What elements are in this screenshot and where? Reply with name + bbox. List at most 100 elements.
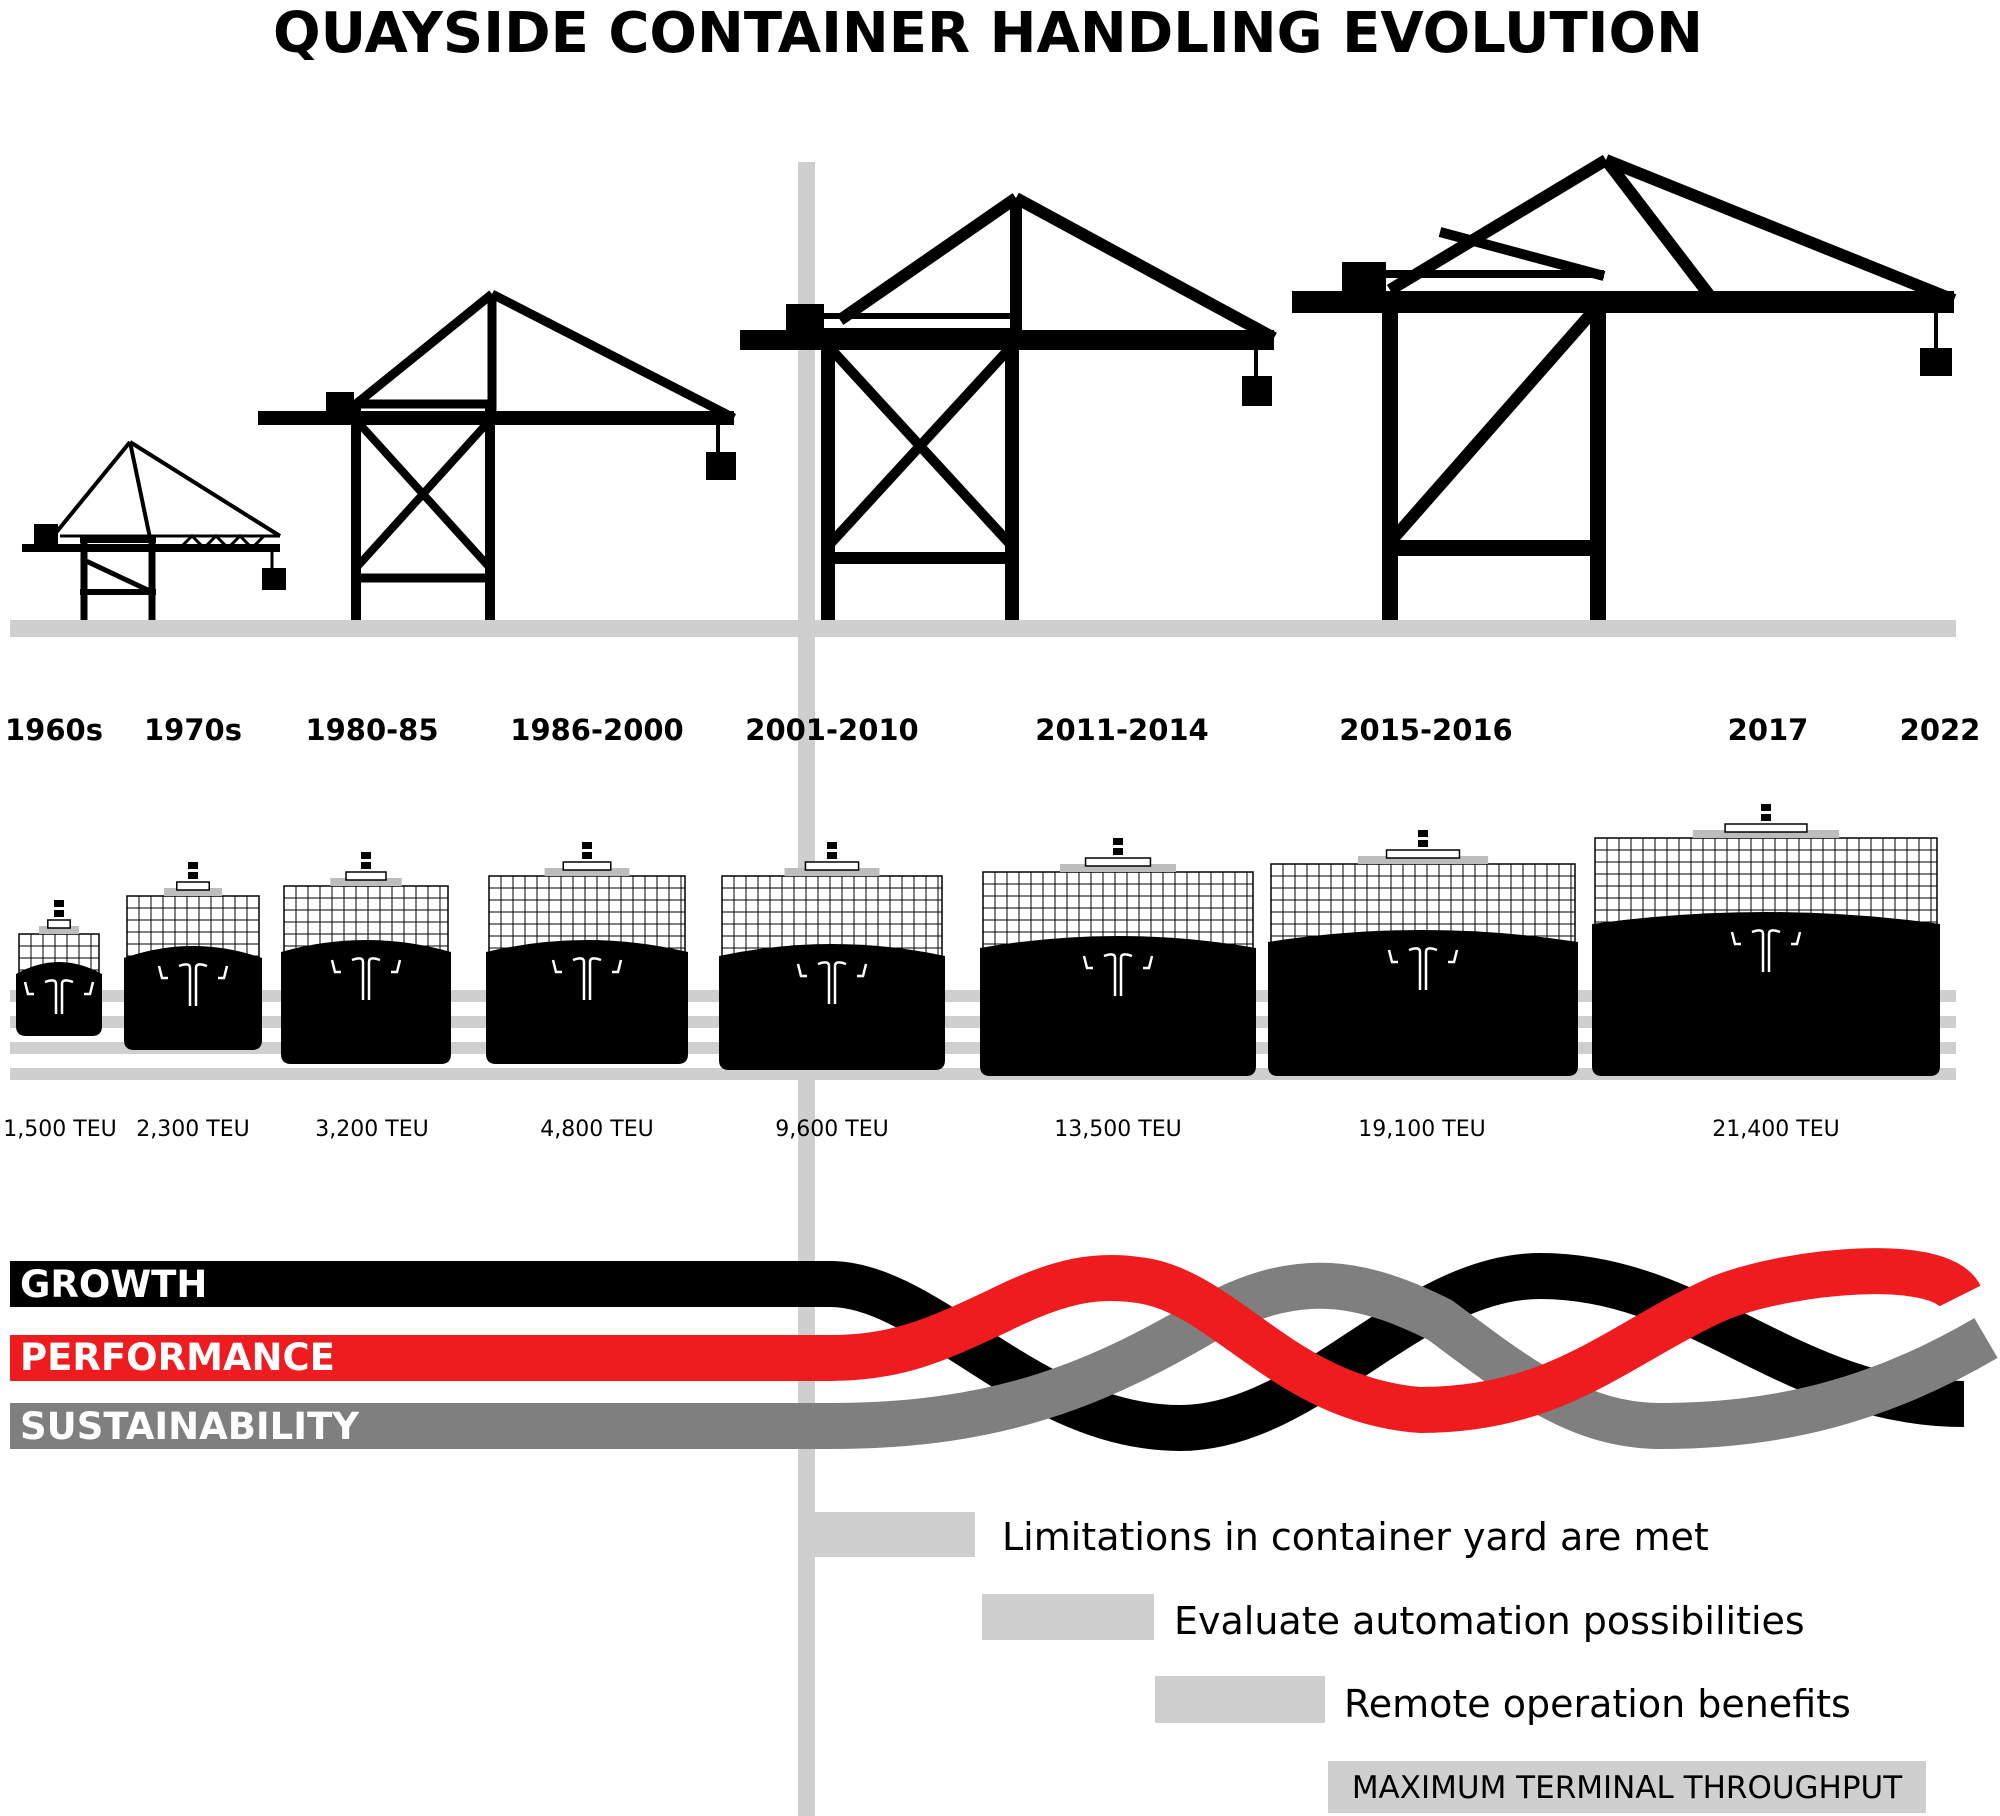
ship-bridge (804, 861, 860, 871)
ship-hull (1268, 930, 1578, 1076)
era-label: 2015-2016 (1339, 713, 1512, 747)
ship-funnel (188, 862, 198, 869)
anchor-chain (194, 963, 208, 1006)
ship-funnel (827, 852, 837, 859)
step-limitations-text: Limitations in container yard are met (1002, 1515, 1709, 1559)
ship-hull (719, 944, 945, 1070)
ship-funnel (1418, 840, 1428, 847)
step-automation-bar (982, 1594, 1154, 1640)
anchor-icon (391, 959, 402, 974)
anchor-icon (330, 959, 341, 974)
ship-bridge (1724, 823, 1808, 833)
ship-bridge-wing (39, 926, 79, 934)
ship-capacity-label: 2,300 TEU (136, 1117, 249, 1142)
anchor-icon (1730, 931, 1741, 946)
anchor-icon (1082, 955, 1093, 970)
ship-bridge-wing (1692, 830, 1840, 838)
sustainability-label: SUSTAINABILITY (20, 1405, 360, 1448)
crane-1970s-spreader (706, 452, 736, 480)
ship-bridge-wing (784, 868, 880, 876)
anchor-icon (23, 981, 34, 996)
anchor-chain (588, 957, 602, 1000)
container-ship-4 (486, 842, 688, 1064)
ship-funnel (1113, 838, 1123, 845)
ship-hull (281, 940, 451, 1064)
ship-funnel (188, 872, 198, 879)
performance-label: PERFORMANCE (20, 1336, 335, 1379)
anchor-chain (833, 961, 847, 1004)
container-ship-2 (124, 862, 262, 1050)
ship-capacity-label: 19,100 TEU (1358, 1117, 1485, 1142)
era-labels: 1960s 1970s 1980-85 1986-2000 2001-2010 … (5, 713, 1980, 747)
anchor-chain (1767, 929, 1781, 972)
container-ship-7 (1268, 830, 1578, 1076)
anchor-icon (796, 963, 807, 978)
ship-capacity-label: 9,600 TEU (775, 1117, 888, 1142)
ship-capacity-label: 1,500 TEU (3, 1117, 116, 1142)
ship-bridge-wing (1060, 864, 1176, 872)
crane-1960s-machinery (34, 524, 58, 548)
ship-funnel (1113, 848, 1123, 855)
anchor-icon (612, 959, 623, 974)
crane-1970s (258, 289, 737, 620)
ship-funnel (827, 842, 837, 849)
era-label: 1986-2000 (510, 713, 683, 747)
era-label: 2017 (1728, 713, 1809, 747)
container-ship-6 (980, 838, 1256, 1076)
growth-label: GROWTH (20, 1263, 207, 1306)
ship-bridge (345, 871, 387, 881)
era-label: 1960s (5, 713, 103, 747)
crane-1960s-spreader (262, 568, 286, 590)
step-limitations-bar (815, 1512, 975, 1557)
ship-funnel (1418, 830, 1428, 837)
ship-bridge-wing (164, 888, 222, 896)
crane-1986-2000 (740, 192, 1277, 620)
anchor-chain (60, 979, 74, 1014)
ship-bridge-wing (1357, 856, 1489, 864)
ship-bridge (1385, 849, 1461, 859)
anchor-chain (44, 979, 58, 1014)
era-label: 1980-85 (305, 713, 438, 747)
era-label: 2001-2010 (745, 713, 918, 747)
anchor-icon (157, 965, 168, 980)
ship-bridge (562, 861, 612, 871)
ship-bridge (47, 919, 71, 929)
crane-2015-2016-spreader (1920, 348, 1952, 376)
step-automation-text: Evaluate automation possibilities (1174, 1599, 1805, 1643)
ship-bridge-wing (544, 868, 630, 876)
max-throughput-text: MAXIMUM TERMINAL THROUGHPUT (1352, 1770, 1903, 1806)
ship-funnel (361, 852, 371, 859)
step-remote-text: Remote operation benefits (1344, 1682, 1851, 1726)
sustainability-band (10, 1262, 1998, 1450)
ship-funnel (582, 852, 592, 859)
anchor-chain (1751, 929, 1765, 972)
ship-capacity-label: 13,500 TEU (1054, 1117, 1181, 1142)
ship-funnel (1761, 814, 1771, 821)
anchor-chain (1408, 947, 1422, 990)
teu-labels: 1,500 TEU 2,300 TEU 3,200 TEU 4,800 TEU … (3, 1117, 1839, 1142)
step-remote-bar (1155, 1676, 1325, 1723)
diagram-title: QUAYSIDE CONTAINER HANDLING EVOLUTION (273, 1, 1703, 66)
crane-1960s (22, 440, 282, 620)
growth-band (10, 1252, 1965, 1452)
performance-band (10, 1248, 1981, 1434)
crane-1970s-machinery (326, 392, 354, 418)
ship-hull (124, 946, 262, 1050)
ship-hull (16, 962, 102, 1036)
ship-hull (486, 940, 688, 1064)
anchor-chain (367, 957, 381, 1000)
ship-funnel (361, 862, 371, 869)
ships (16, 804, 1940, 1076)
anchor-icon (551, 959, 562, 974)
anchor-icon (1448, 949, 1459, 964)
ship-bridge (176, 881, 210, 891)
ship-funnel (54, 900, 64, 907)
anchor-icon (1143, 955, 1154, 970)
ship-hull (980, 936, 1256, 1076)
ship-capacity-label: 21,400 TEU (1712, 1117, 1839, 1142)
quay-ground-line (10, 620, 1956, 637)
crane-2015-2016-machinery (1342, 262, 1386, 296)
era-label: 2011-2014 (1035, 713, 1208, 747)
anchor-chain (572, 957, 586, 1000)
container-ship-3 (281, 852, 451, 1064)
